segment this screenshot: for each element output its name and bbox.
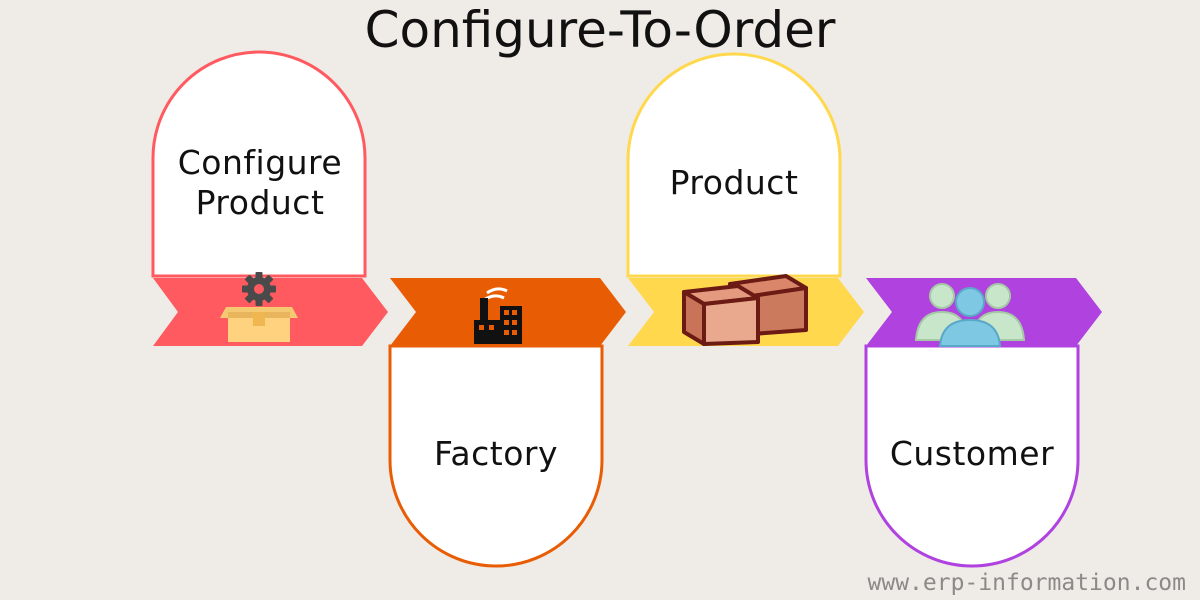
gear-box-icon	[220, 272, 298, 342]
step-label-line: Configure	[177, 143, 343, 182]
step-card-customer	[864, 344, 1080, 568]
factory-icon	[474, 287, 522, 344]
step-label-customer: Customer	[889, 434, 1055, 473]
step-card-factory	[388, 344, 604, 568]
step-label-configure-product: Configure Product	[154, 143, 366, 223]
diagram-title: Configure-To-Order	[364, 1, 836, 59]
boxes-icon	[682, 274, 808, 346]
customers-icon	[914, 283, 1026, 347]
watermark-url: www.erp-information.com	[867, 570, 1187, 596]
step-label-factory: Factory	[433, 434, 559, 473]
step-card-configure-product	[151, 50, 367, 278]
step-label-line: Product	[195, 183, 325, 222]
step-label-product: Product	[669, 163, 799, 202]
step-card-product	[626, 52, 842, 278]
